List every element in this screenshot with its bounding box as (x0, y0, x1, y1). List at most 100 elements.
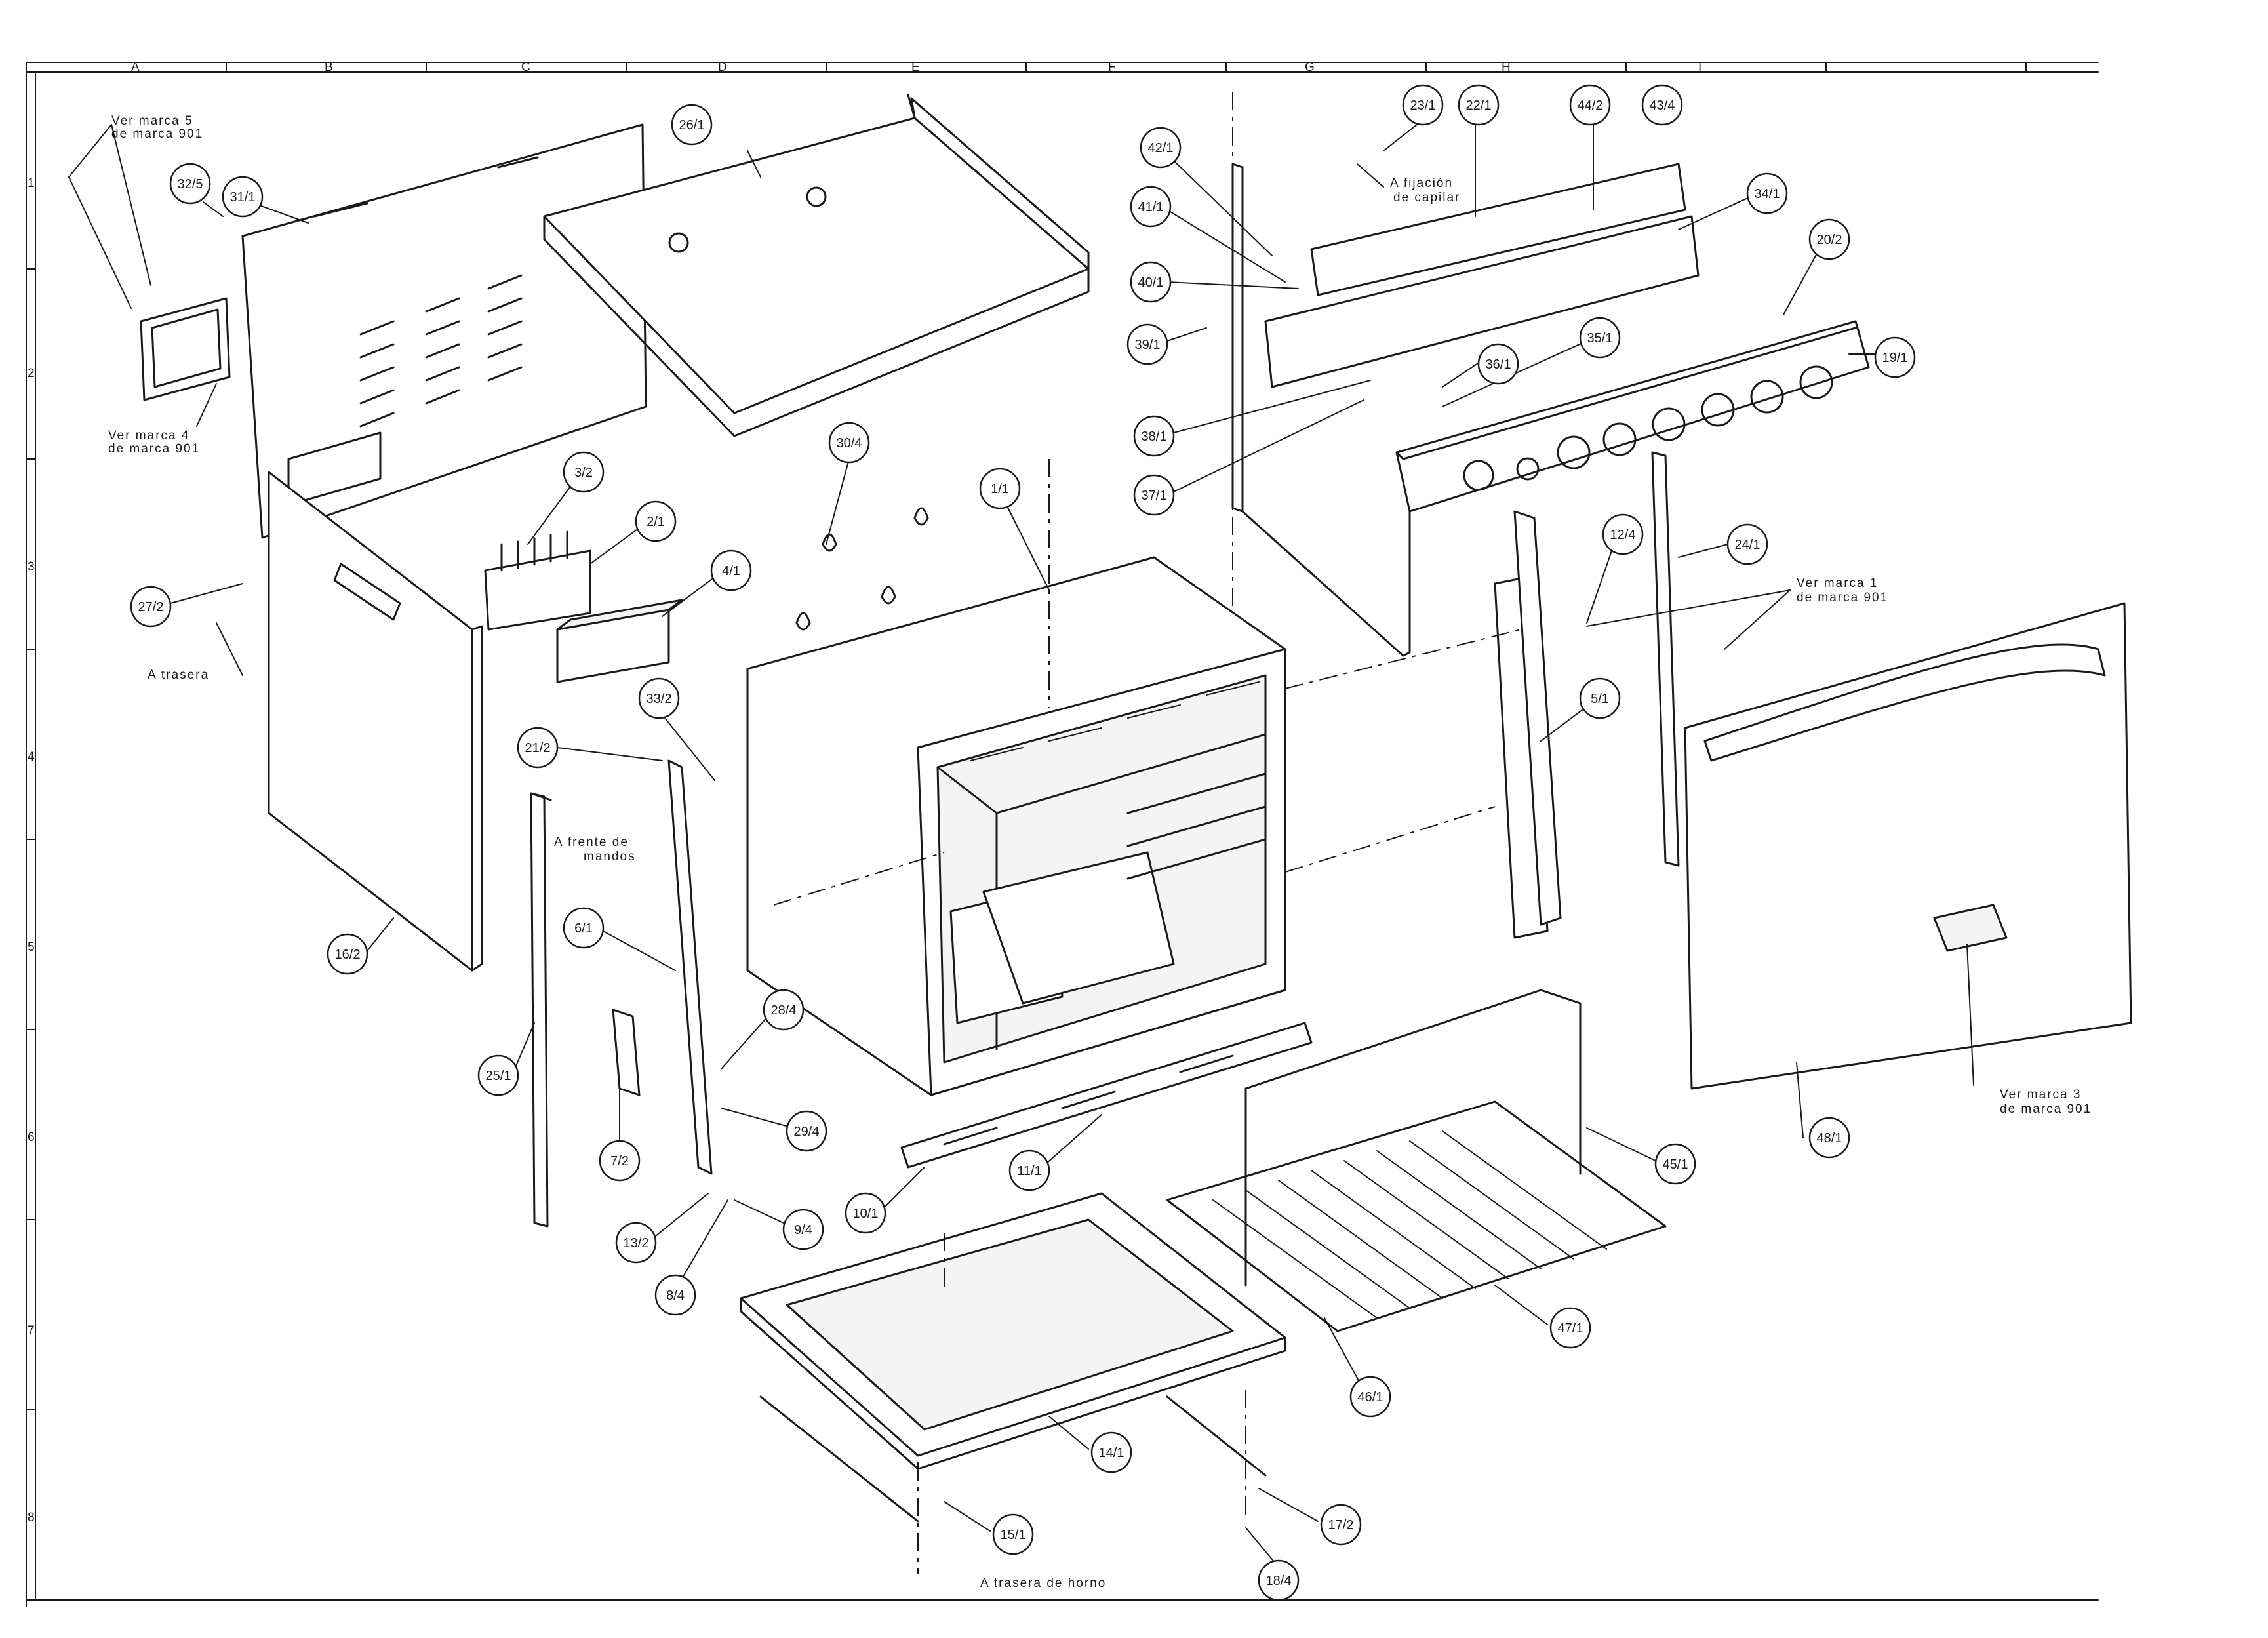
col-label-e: E (911, 60, 920, 74)
callout-7-2[interactable]: 7/2 (599, 1140, 641, 1182)
row-label-5: 5 (28, 940, 35, 954)
note-a-frente-line2: mandos (584, 850, 636, 864)
oven-cavity (746, 556, 1286, 1096)
callout-10-1[interactable]: 10/1 (845, 1192, 886, 1234)
callout-28-4[interactable]: 28/4 (763, 989, 805, 1031)
callout-2-1[interactable]: 2/1 (635, 500, 677, 542)
callout-46-1[interactable]: 46/1 (1349, 1376, 1391, 1418)
callout-12-4[interactable]: 12/4 (1602, 513, 1644, 555)
callout-26-1[interactable]: 26/1 (671, 104, 713, 146)
callout-23-1[interactable]: 23/1 (1402, 84, 1444, 126)
callout-27-2[interactable]: 27/2 (130, 586, 172, 628)
svg-text:10/1: 10/1 (853, 1207, 879, 1221)
column-labels: A B C D E F G H I (131, 60, 1701, 74)
svg-text:22/1: 22/1 (1466, 98, 1492, 113)
callout-16-2[interactable]: 16/2 (327, 933, 368, 975)
left-side-panel (268, 471, 483, 972)
svg-text:32/5: 32/5 (178, 177, 203, 191)
hinge-left (612, 1009, 641, 1096)
note-fijacion-line1: A fijación (1390, 176, 1453, 190)
callout-44-2[interactable]: 44/2 (1569, 84, 1611, 126)
svg-text:44/2: 44/2 (1578, 98, 1603, 113)
top-panel (543, 94, 1090, 437)
trim-rod-right (1651, 451, 1680, 867)
svg-text:48/1: 48/1 (1817, 1131, 1842, 1146)
note-ver-marca5-line2: de marca 901 (111, 127, 203, 141)
callout-29-4[interactable]: 29/4 (786, 1110, 827, 1152)
callout-9-4[interactable]: 9/4 (782, 1209, 824, 1250)
svg-text:47/1: 47/1 (1558, 1321, 1583, 1336)
callout-5-1[interactable]: 5/1 (1579, 677, 1621, 719)
callout-8-4[interactable]: 8/4 (654, 1274, 696, 1316)
svg-text:1/1: 1/1 (991, 482, 1009, 496)
right-frame (1231, 163, 1700, 657)
callout-14-1[interactable]: 14/1 (1090, 1431, 1132, 1473)
callout-40-1[interactable]: 40/1 (1130, 261, 1172, 303)
callout-30-4[interactable]: 30/4 (828, 422, 870, 464)
callout-15-1[interactable]: 15/1 (992, 1513, 1034, 1555)
callout-18-4[interactable]: 18/4 (1258, 1559, 1300, 1601)
svg-text:30/4: 30/4 (837, 436, 862, 450)
note-a-frente-line1: A frente de (554, 835, 629, 849)
callout-3-2[interactable]: 3/2 (563, 451, 605, 493)
row-label-3: 3 (28, 560, 35, 574)
callout-19-1[interactable]: 19/1 (1874, 336, 1916, 378)
col-label-d: D (718, 60, 727, 74)
drawing-frame: A B C D E F G H I 1 2 3 4 5 6 7 8 (26, 60, 2099, 1607)
callout-11-1[interactable]: 11/1 (1008, 1149, 1050, 1191)
callout-45-1[interactable]: 45/1 (1654, 1143, 1696, 1185)
callout-25-1[interactable]: 25/1 (477, 1054, 519, 1096)
svg-text:20/2: 20/2 (1817, 233, 1842, 247)
callout-38-1[interactable]: 38/1 (1133, 415, 1175, 457)
callout-41-1[interactable]: 41/1 (1130, 186, 1172, 228)
row-ticks (26, 268, 36, 1410)
callout-35-1[interactable]: 35/1 (1579, 317, 1621, 359)
callout-43-4[interactable]: 43/4 (1641, 84, 1683, 126)
row-label-2: 2 (28, 367, 35, 380)
svg-text:42/1: 42/1 (1148, 141, 1174, 155)
svg-text:24/1: 24/1 (1735, 538, 1761, 552)
svg-text:3/2: 3/2 (574, 466, 593, 480)
callout-20-2[interactable]: 20/2 (1808, 218, 1850, 260)
svg-text:8/4: 8/4 (666, 1288, 685, 1303)
note-ver-marca3-line1: Ver marca 3 (2000, 1088, 2081, 1102)
col-label-a: A (131, 60, 140, 74)
rear-panel-vents (359, 274, 523, 428)
callout-4-1[interactable]: 4/1 (710, 549, 752, 591)
note-ver-marca1-line1: Ver marca 1 (1797, 576, 1878, 590)
thermostat-box (556, 599, 683, 683)
control-knobs (1463, 365, 1833, 491)
callout-24-1[interactable]: 24/1 (1726, 523, 1768, 565)
callout-32-5[interactable]: 32/5 (169, 163, 211, 205)
callout-42-1[interactable]: 42/1 (1140, 127, 1182, 169)
callout-1-1[interactable]: 1/1 (979, 468, 1021, 509)
svg-text:38/1: 38/1 (1142, 429, 1167, 444)
callout-48-1[interactable]: 48/1 (1808, 1117, 1850, 1159)
svg-text:37/1: 37/1 (1142, 489, 1167, 503)
svg-text:18/4: 18/4 (1266, 1574, 1292, 1588)
row-label-7: 7 (28, 1324, 35, 1338)
svg-text:21/2: 21/2 (525, 741, 551, 755)
callout-31-1[interactable]: 31/1 (222, 176, 264, 218)
callout-6-1[interactable]: 6/1 (563, 907, 605, 949)
svg-text:12/4: 12/4 (1610, 528, 1636, 542)
svg-text:34/1: 34/1 (1755, 187, 1780, 201)
callout-21-2[interactable]: 21/2 (517, 727, 559, 769)
callout-13-2[interactable]: 13/2 (615, 1222, 657, 1264)
callout-37-1[interactable]: 37/1 (1133, 474, 1175, 516)
callout-22-1[interactable]: 22/1 (1458, 84, 1500, 126)
callout-33-2[interactable]: 33/2 (638, 677, 680, 719)
note-a-trasera: A trasera (148, 668, 209, 682)
front-strip-right (1494, 510, 1562, 939)
bottom-tray (740, 1192, 1286, 1523)
callout-17-2[interactable]: 17/2 (1320, 1504, 1362, 1546)
callout-47-1[interactable]: 47/1 (1549, 1307, 1591, 1349)
callout-39-1[interactable]: 39/1 (1126, 323, 1168, 365)
svg-text:25/1: 25/1 (486, 1069, 511, 1083)
svg-text:17/2: 17/2 (1328, 1518, 1354, 1532)
callout-36-1[interactable]: 36/1 (1477, 343, 1519, 385)
col-label-g: G (1305, 60, 1315, 74)
callout-34-1[interactable]: 34/1 (1746, 172, 1788, 214)
svg-text:41/1: 41/1 (1138, 200, 1164, 214)
svg-text:39/1: 39/1 (1135, 338, 1161, 352)
